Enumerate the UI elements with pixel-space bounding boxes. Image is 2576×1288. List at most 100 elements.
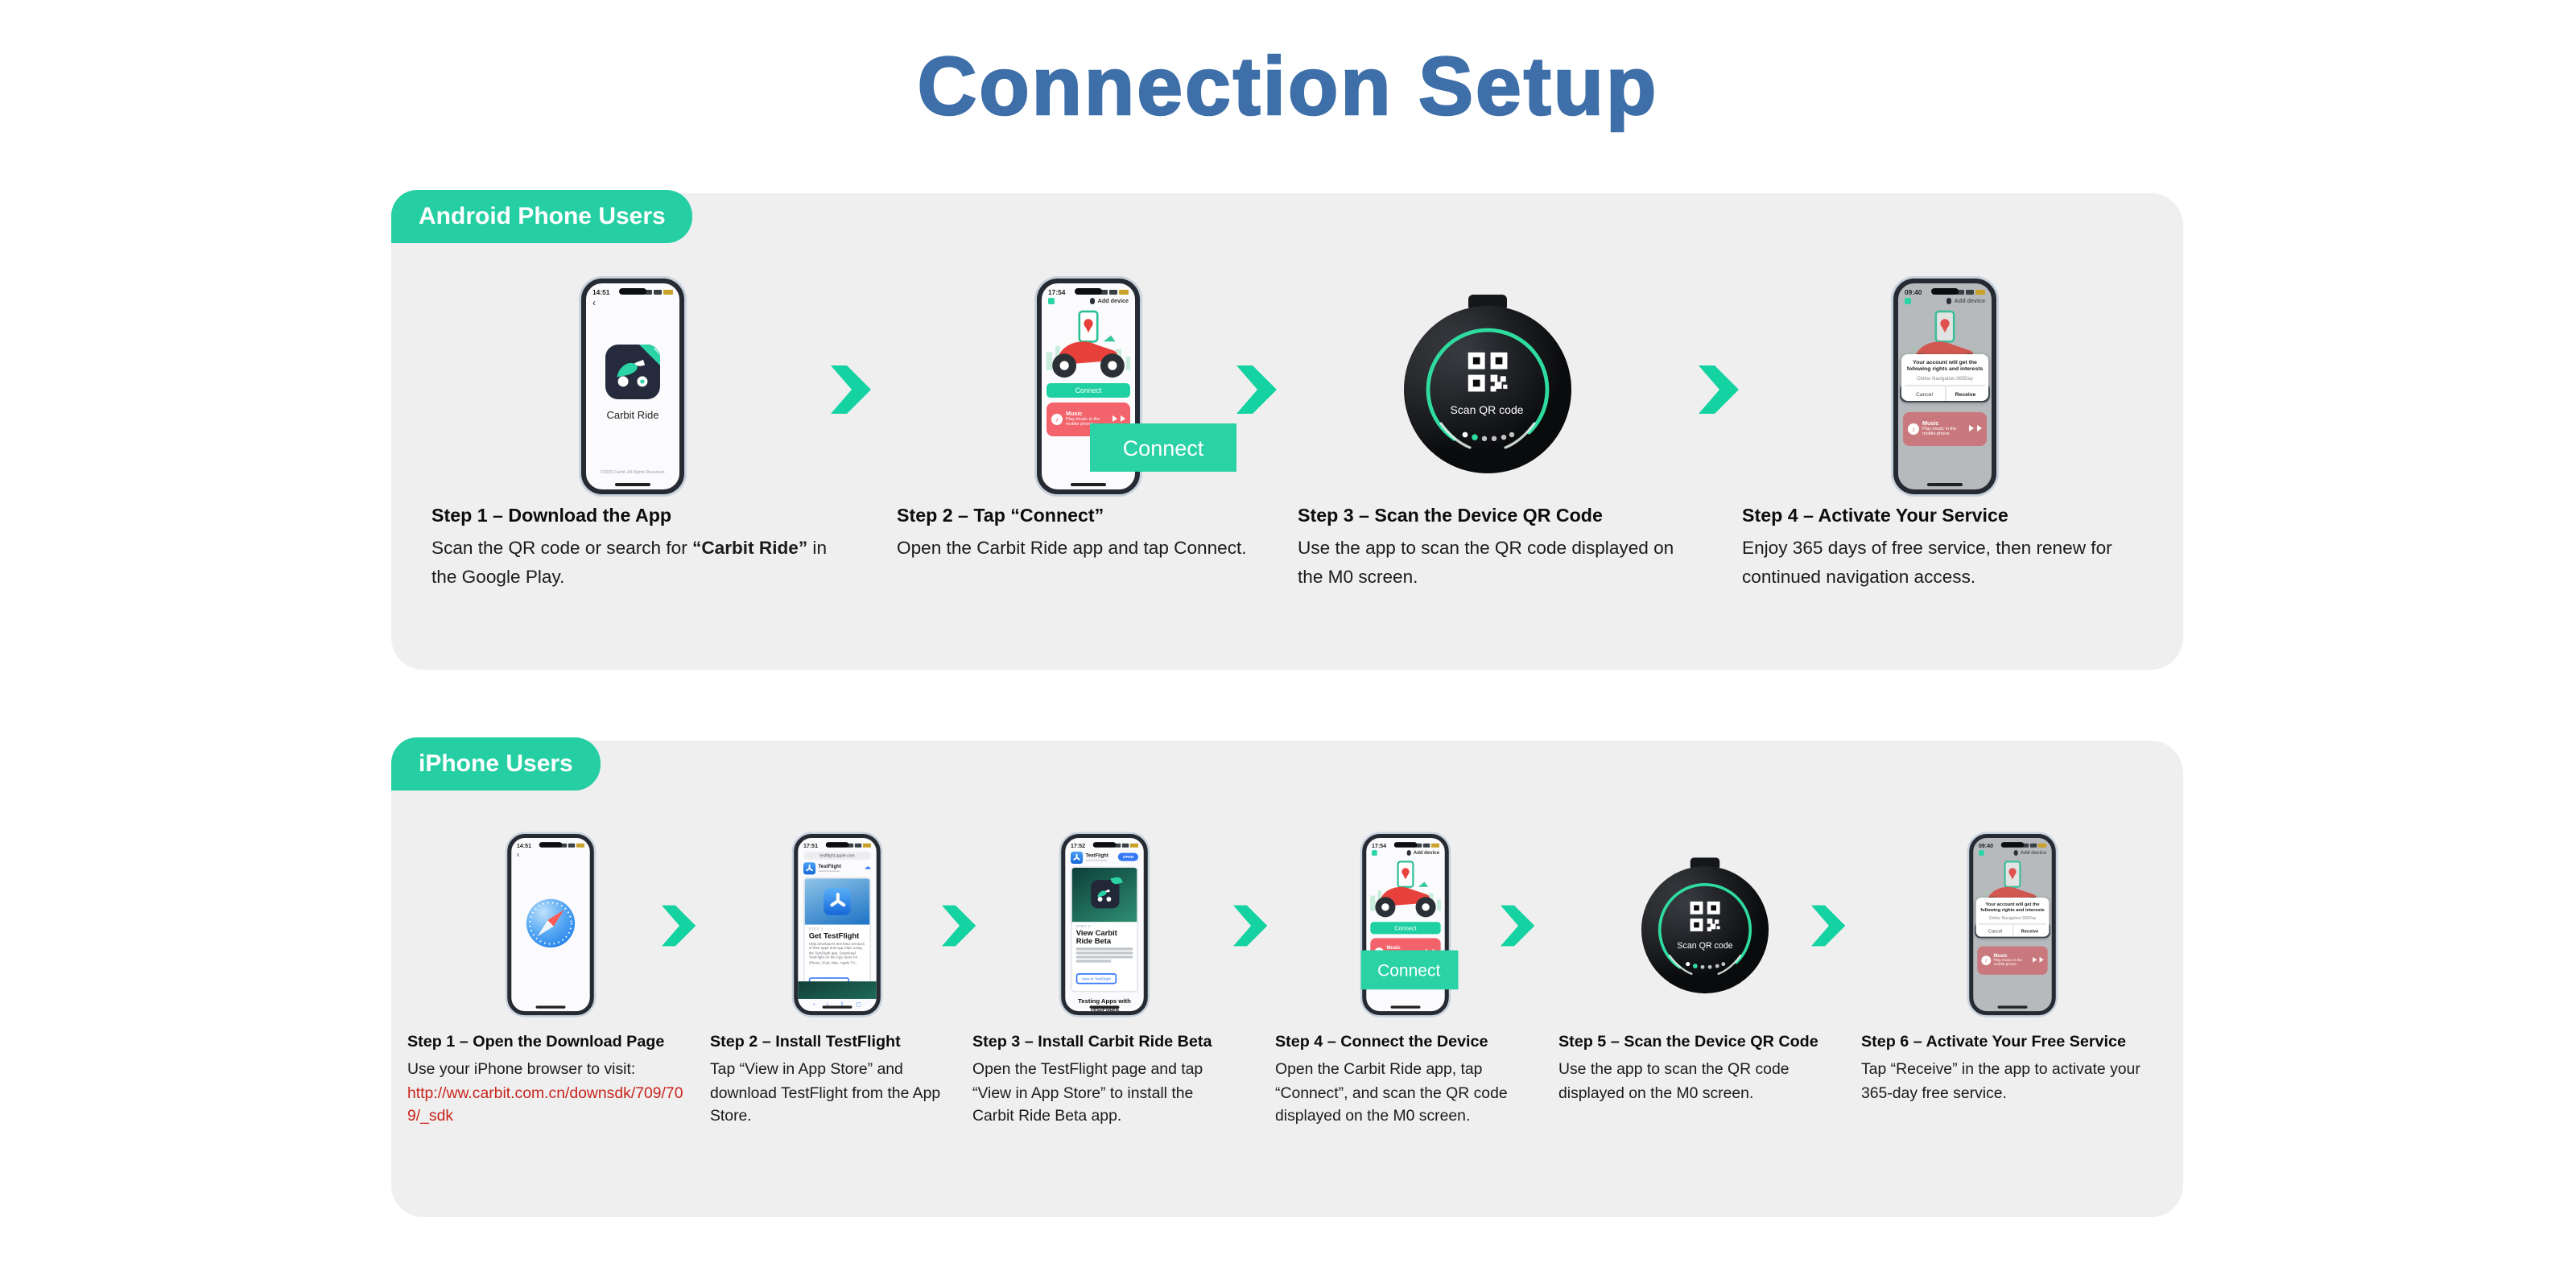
- m0-screen-graphics: [1657, 882, 1752, 977]
- connect-callout: Connect: [1090, 423, 1236, 472]
- next-step-arrow-icon: [831, 365, 873, 422]
- dynamic-island: [1092, 842, 1117, 848]
- dialog-subtitle: Online Navigation:365Day: [1917, 375, 1973, 382]
- cancel-button: Cancel: [1915, 390, 1934, 398]
- receive-button: Receive: [1944, 386, 1985, 402]
- step-body: Use the app to scan the QR code displaye…: [1298, 539, 1674, 587]
- dynamic-island: [1931, 288, 1959, 295]
- status-time: 17:54: [1372, 841, 1387, 848]
- step-title: Step 1 – Download the App: [431, 506, 672, 526]
- next-step-arrow-icon: [1233, 905, 1269, 955]
- share-icon: ⇧: [840, 999, 845, 1007]
- testflight-icon: [803, 861, 816, 874]
- receive-button: Receive: [2012, 925, 2046, 938]
- android-step-1: 14:51 ‹: [431, 193, 834, 670]
- qr-code-icon: [1690, 901, 1720, 931]
- status-icons: [1100, 289, 1129, 294]
- add-device-icon: [1946, 298, 1952, 304]
- music-note-icon: ♪: [1051, 413, 1063, 424]
- app-name-label: Carbit Ride: [606, 411, 659, 422]
- footer-banner: [798, 981, 877, 999]
- step-illustration: Scan QR code: [1298, 295, 1676, 473]
- open-button: OPEN: [1117, 852, 1138, 861]
- step-body: Open the Carbit Ride app, tap “Connect”,…: [1275, 1061, 1508, 1126]
- add-device-icon: [2013, 850, 2019, 856]
- phone-mockup-safari: 14:51 ‹: [507, 834, 594, 1016]
- phone-mockup-carbit-beta: 17:52 TestFlight OPEN: [1061, 834, 1148, 1016]
- connect-button: Connect: [1046, 382, 1130, 397]
- battery-icon: [1430, 842, 1439, 847]
- play-icon: [1968, 425, 1973, 431]
- battery-icon: [1975, 289, 1985, 294]
- battery-icon: [862, 842, 871, 847]
- step-body: Tap “Receive” in the app to activate you…: [1861, 1061, 2140, 1103]
- dialog-subtitle: Online Navigation:365Day: [1988, 915, 2037, 922]
- next-track-icon: [1121, 415, 1125, 422]
- tabs-icon: ▢: [856, 999, 861, 1007]
- step-illustration: 17:54 Add device: [1275, 834, 1536, 1050]
- signal-icon: [644, 289, 652, 294]
- card-headline: Get TestFlight: [808, 931, 860, 940]
- back-chevron-icon: ‹: [592, 299, 596, 309]
- status-time: 14:51: [592, 287, 610, 295]
- music-note-icon: ♪: [1908, 423, 1919, 434]
- status-icons: [2021, 842, 2046, 847]
- intl-ribbon: Int'l: [639, 345, 660, 365]
- step-illustration: 09:40 Add device: [1861, 834, 2164, 1050]
- step-body: Enjoy 365 days of free service, then ren…: [1742, 539, 2112, 587]
- step-illustration: 09:40 Add device: [1742, 279, 2148, 494]
- app-logo-icon: [1905, 298, 1911, 304]
- home-indicator: [822, 1005, 852, 1009]
- status-icons: [1113, 842, 1138, 847]
- dynamic-island: [619, 288, 646, 295]
- wifi-icon: [1422, 842, 1430, 847]
- dialog-title: Your account will get the following righ…: [1906, 359, 1984, 373]
- step-title: Step 1 – Open the Download Page: [407, 1034, 665, 1051]
- step-illustration: 17:54 Add device: [897, 279, 1280, 494]
- status-time: 09:40: [1979, 841, 1994, 848]
- testflight-icon: [824, 887, 851, 914]
- step-label: STEP 2: [1075, 923, 1091, 928]
- phone-mockup-testflight-web: 17:51 testflight.apple.com TestFlight: [794, 834, 881, 1016]
- step-body: Open the Carbit Ride app and tap Connect…: [897, 539, 1247, 559]
- page-title: Connection Setup: [916, 39, 1659, 134]
- dynamic-island: [1075, 288, 1102, 295]
- m0-device-mockup: Scan QR code: [1641, 857, 1769, 994]
- dynamic-island: [539, 842, 563, 848]
- battery-icon: [2037, 842, 2046, 847]
- home-indicator: [1997, 1005, 2028, 1009]
- download-link[interactable]: http://ww.carbit.com.cn/downsdk/709/709/…: [407, 1084, 683, 1126]
- status-time: 17:51: [803, 841, 819, 848]
- step-illustration: 14:51 ‹: [407, 834, 694, 1050]
- signal-icon: [2021, 842, 2029, 847]
- dynamic-island: [1393, 842, 1418, 848]
- add-device-icon: [1406, 850, 1412, 856]
- wifi-icon: [1121, 842, 1129, 847]
- back-icon: ‹: [813, 999, 815, 1007]
- home-indicator: [1927, 483, 1963, 486]
- phone-mockup-activate: 09:40 Add device: [1969, 834, 2056, 1016]
- home-indicator: [535, 1005, 566, 1009]
- next-step-arrow-icon: [1811, 905, 1847, 955]
- add-device-icon: [1089, 298, 1096, 304]
- step-illustration: Scan QR code: [1558, 857, 1852, 1034]
- wifi-icon: [568, 842, 576, 847]
- status-time: 09:40: [1905, 287, 1922, 295]
- iphone-users-panel: iPhone Users 14:51 ‹: [391, 737, 2183, 1217]
- add-device-button: Add device: [1089, 298, 1129, 304]
- next-step-arrow-icon: [1236, 365, 1278, 422]
- status-time: 17:52: [1071, 841, 1086, 848]
- forward-icon: ›: [826, 999, 829, 1007]
- step-title: Step 6 – Activate Your Free Service: [1861, 1034, 2126, 1051]
- wifi-icon: [2029, 842, 2037, 847]
- step-title: Step 4 – Activate Your Service: [1742, 506, 2008, 526]
- status-icons: [559, 842, 584, 847]
- next-step-arrow-icon: [1699, 365, 1740, 422]
- cancel-button: Cancel: [1988, 928, 2003, 935]
- home-indicator: [1071, 483, 1106, 486]
- iphone-users-badge: iPhone Users: [391, 737, 601, 791]
- app-logo-icon: [1372, 850, 1377, 856]
- android-users-panel: Android Phone Users 14:51 ‹: [391, 190, 2183, 670]
- rights-dialog: Your account will get the following righ…: [1975, 897, 2050, 938]
